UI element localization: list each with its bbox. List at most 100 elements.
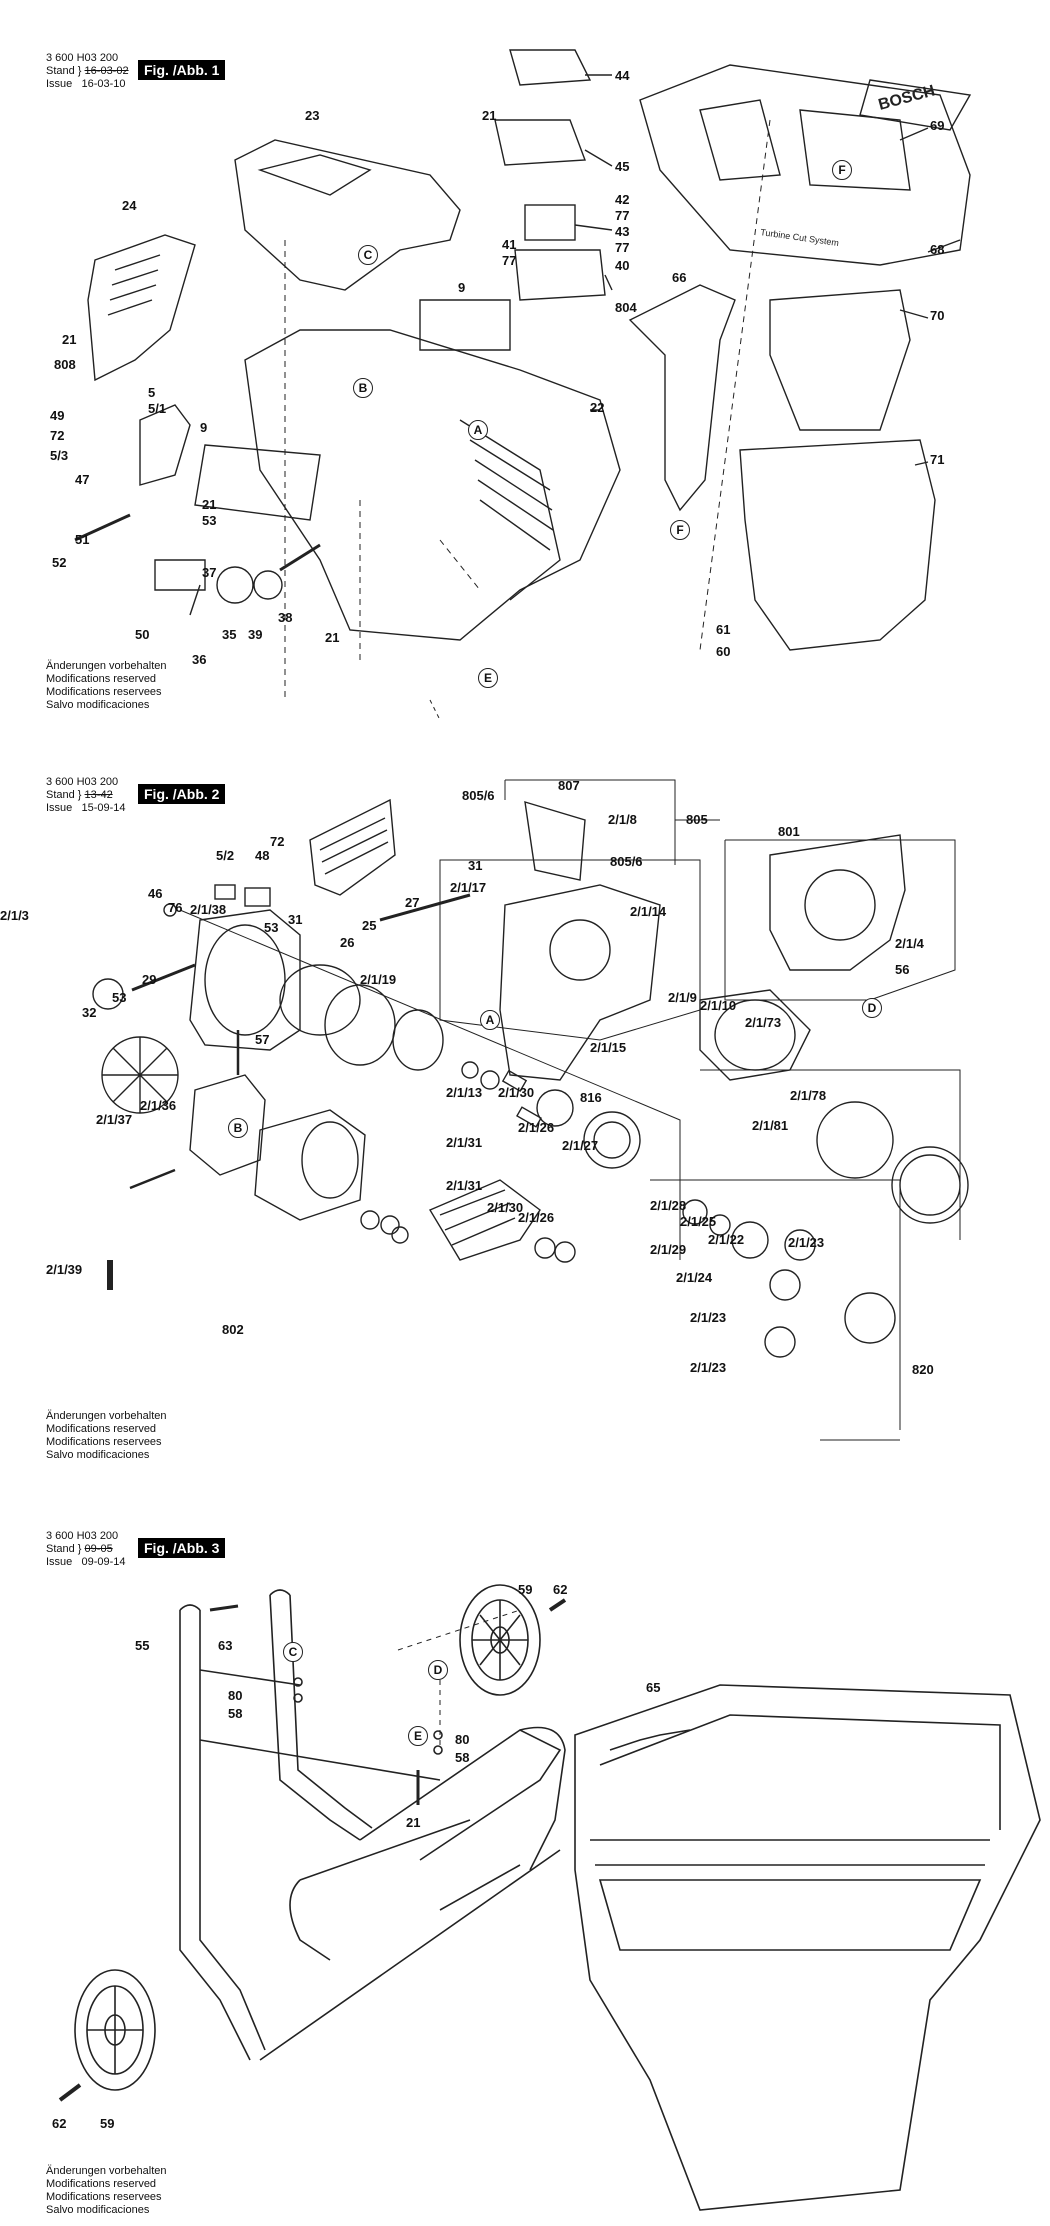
circuit-board	[514, 249, 606, 301]
callout-label: 816	[580, 1090, 602, 1105]
screw	[279, 543, 321, 572]
issue-date: 16-03-10	[81, 78, 126, 90]
callout-label: 80	[228, 1688, 243, 1703]
frame-tube-left	[179, 1610, 251, 2061]
clamp	[154, 559, 206, 591]
collection-box	[574, 1684, 1041, 2211]
reference-marker: A	[468, 420, 488, 440]
switch	[214, 884, 236, 900]
callout-label: 2/1/23	[690, 1360, 727, 1375]
disclaimer: Änderungen vorbehalten Modifications res…	[46, 660, 167, 711]
main-housing	[244, 329, 621, 641]
callout-label: 820	[912, 1362, 934, 1377]
disclaimer: Änderungen vorbehalten Modifications res…	[46, 2165, 167, 2216]
pusher	[628, 284, 736, 512]
callout-label: 58	[455, 1750, 470, 1765]
callout-label: 69	[930, 118, 945, 133]
callout-label: 48	[255, 848, 270, 863]
callout-label: 2/1/24	[676, 1270, 713, 1285]
reference-marker: C	[283, 1642, 303, 1662]
exploded-view-drawing: BOSCH Turbine Cut System	[74, 49, 972, 720]
reference-marker: D	[428, 1660, 448, 1680]
end-shield	[189, 1074, 266, 1176]
callout-label: 2/1/36	[140, 1098, 177, 1113]
gear	[536, 1089, 574, 1127]
callout-label: 29	[142, 972, 157, 987]
callout-label: 72	[270, 834, 285, 849]
callout-label: 2/1/78	[790, 1088, 827, 1103]
callout-label: 805/6	[610, 854, 643, 869]
callout-label: 805	[686, 812, 708, 827]
group-frame	[724, 839, 956, 1001]
cutter-ring	[891, 1146, 969, 1224]
bracket	[139, 404, 191, 486]
exploded-view-drawing	[58, 1584, 1041, 2211]
callout-label: 24	[122, 198, 137, 213]
callout-label: 53	[202, 513, 217, 528]
callout-label: 38	[278, 610, 293, 625]
callout-label: 27	[405, 895, 420, 910]
shaft	[131, 963, 196, 992]
wheel-screw	[58, 2083, 82, 2102]
exploded-view-drawing	[92, 779, 969, 1441]
callout-label: 77	[615, 208, 630, 223]
callout-label: 2/1/30	[487, 1200, 524, 1215]
planet-carrier	[844, 1292, 896, 1344]
callout-label: 805/6	[462, 788, 495, 803]
reference-marker: F	[670, 520, 690, 540]
callout-label: 40	[615, 258, 630, 273]
callout-label: 68	[930, 242, 945, 257]
callout-label: 22	[590, 400, 605, 415]
switch-cover	[509, 49, 592, 86]
callout-label: 2/1/73	[745, 1015, 782, 1030]
motor-frame	[189, 909, 301, 1051]
callout-label: 2/1/13	[446, 1085, 483, 1100]
stand-date: 16-03-02	[84, 65, 129, 77]
callout-label: 2/1/29	[650, 1242, 687, 1257]
callout-label: 2/1/25	[680, 1214, 717, 1229]
callout-label: 5/2	[216, 848, 235, 863]
callout-label: 59	[518, 1582, 533, 1597]
switch-plate	[494, 119, 586, 166]
disclaimer: Änderungen vorbehalten Modifications res…	[46, 1410, 167, 1461]
stand-date: 13-42	[84, 789, 113, 801]
rotor	[428, 1179, 541, 1261]
planet-gear	[769, 1269, 801, 1301]
callout-label: 41	[502, 237, 517, 252]
callout-label: 55	[135, 1638, 150, 1653]
base-housing	[739, 439, 936, 651]
reference-marker: D	[862, 998, 882, 1018]
frame-tube-right	[269, 1594, 361, 1841]
callout-label: 2/1/17	[450, 880, 487, 895]
callout-label: 77	[615, 240, 630, 255]
callout-label: 9	[458, 280, 466, 295]
gear-housing	[499, 884, 661, 1081]
figure-1-panel: 3 600 H03 200 Stand } 16-03-02 Issue 16-…	[0, 0, 1050, 720]
callout-label: 42	[615, 192, 630, 207]
cutting-roller	[699, 989, 811, 1081]
callout-label: 72	[50, 428, 65, 443]
callout-label: 804	[615, 300, 637, 315]
stand-label: Stand	[46, 1543, 75, 1555]
spring	[189, 584, 201, 616]
callout-label: 39	[248, 627, 263, 642]
callout-label: 76	[168, 900, 183, 915]
callout-label: 56	[895, 962, 910, 977]
callout-label: 2/1/23	[690, 1310, 727, 1325]
planet-gear	[784, 1229, 816, 1261]
side-cover	[87, 234, 196, 382]
seal-ring	[279, 964, 361, 1036]
callout-label: 2/1/8	[608, 812, 637, 827]
callout-label: 25	[362, 918, 377, 933]
figure-tag: Fig. /Abb. 2	[138, 784, 226, 804]
figure-tag: Fig. /Abb. 3	[138, 1538, 226, 1558]
planet-gear	[764, 1326, 796, 1358]
callout-label: 63	[218, 1638, 233, 1653]
gear-wheel	[216, 566, 254, 604]
wheel-left	[74, 1969, 156, 2091]
bolt	[209, 1604, 239, 1612]
planet-gear	[731, 1221, 769, 1259]
callout-label: 5	[148, 385, 156, 400]
gearbox-cover	[769, 834, 906, 971]
callout-label: 808	[54, 357, 76, 372]
